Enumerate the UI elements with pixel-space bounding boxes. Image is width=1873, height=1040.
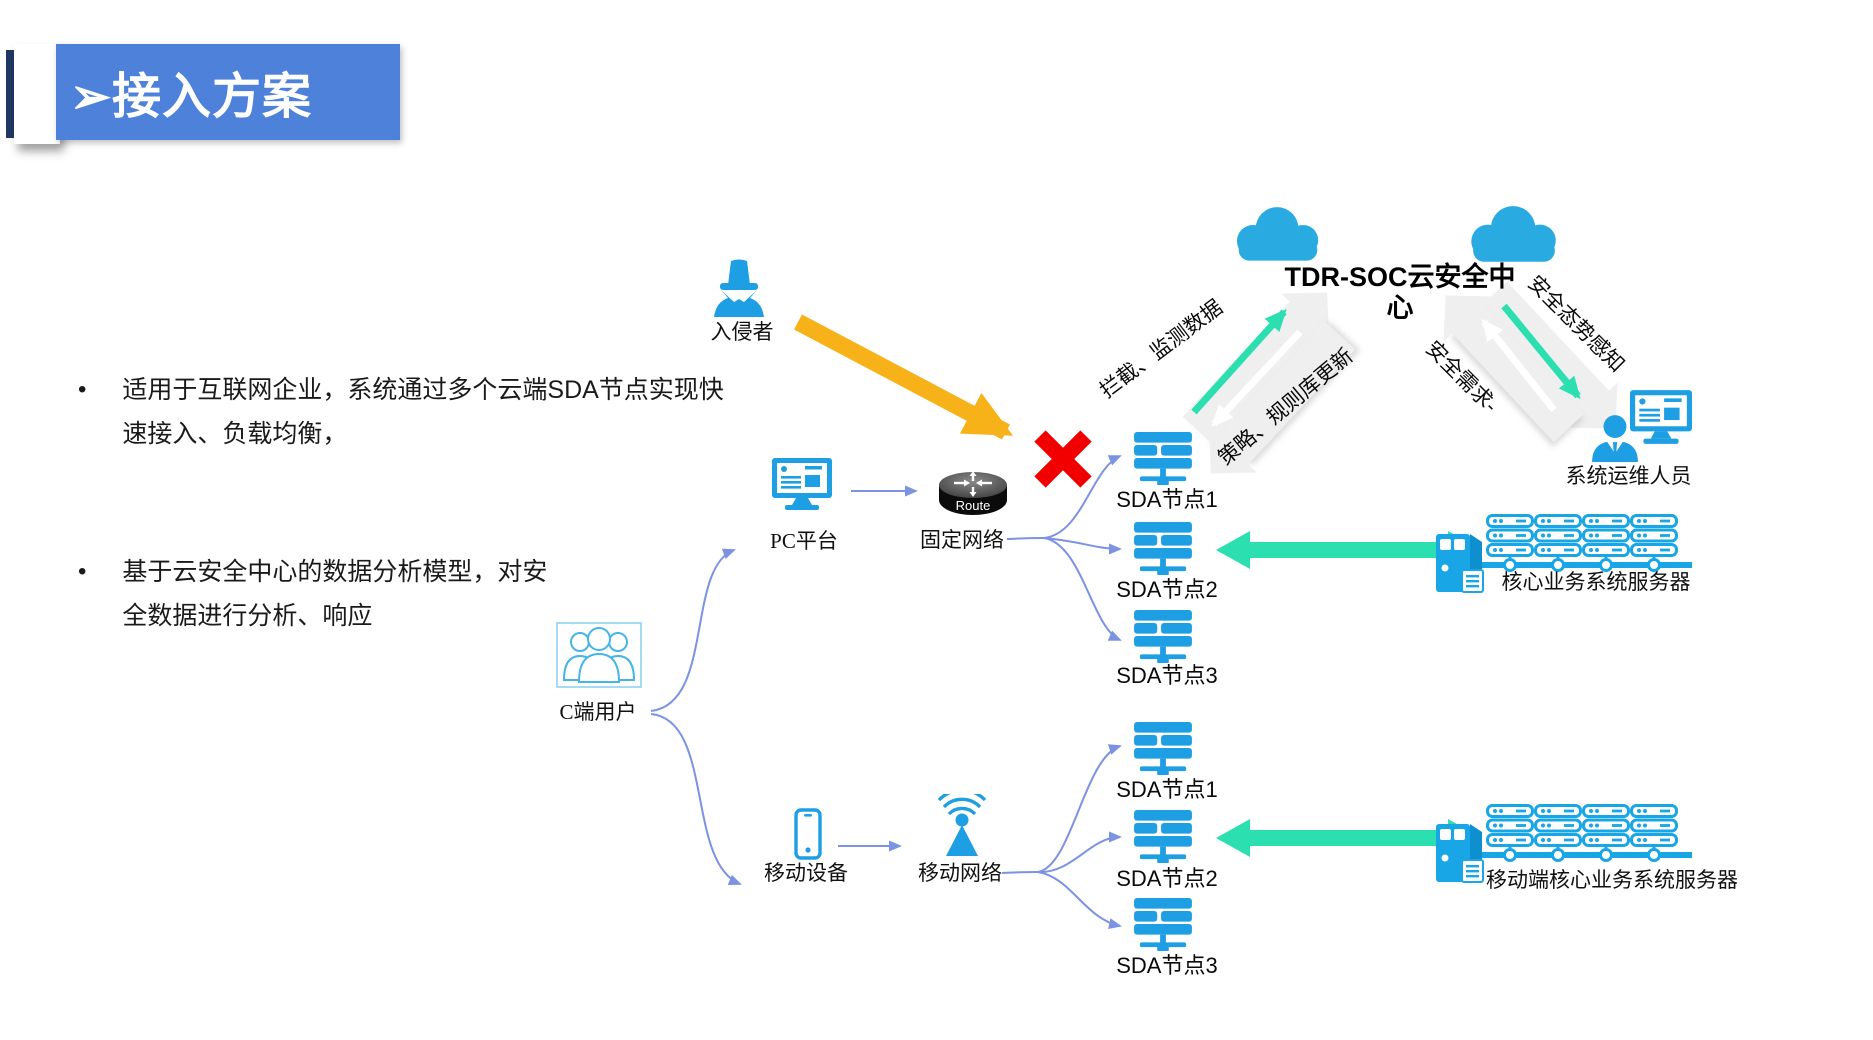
sync-arrow-top: [1216, 531, 1482, 569]
router-icon: Route: [936, 470, 1010, 520]
intruder-label: 入侵者: [710, 320, 774, 344]
router-text: Route: [956, 498, 991, 513]
pc-platform-label: PC平台: [770, 529, 838, 553]
sync-arrow-bottom: [1216, 819, 1482, 857]
sda-node-label: SDA节点3: [1116, 663, 1218, 688]
sda-node-icon: [1132, 810, 1194, 864]
mobile-device-label: 移动设备: [764, 861, 848, 885]
server-rack-icon: [1630, 514, 1678, 572]
operator-person-icon: [1590, 414, 1640, 462]
users-group-icon: [556, 622, 642, 688]
cloud-exchange-arrows-right: [1481, 303, 1581, 413]
c-user-label: C端用户: [559, 700, 637, 724]
bullet-2-line-1: 基于云安全中心的数据分析模型，对安: [122, 558, 548, 586]
sda-node-label: SDA节点2: [1116, 866, 1218, 891]
mobile-core-server-label: 移动端核心业务系统服务器: [1486, 868, 1738, 892]
server-rack-icon: [1534, 804, 1582, 862]
operator-label: 系统运维人员: [1565, 464, 1692, 488]
server-tower-icon: [1436, 530, 1486, 594]
sda-node-label: SDA节点2: [1116, 577, 1218, 602]
sda-node-icon: [1132, 898, 1194, 952]
bullet-2: 基于云安全中心的数据分析模型，对安 全数据进行分析、响应: [78, 550, 547, 638]
sda-node-icon: [1132, 610, 1194, 664]
cloud-center-title: TDR-SOC云安全中心: [1284, 262, 1516, 324]
sda-node-label: SDA节点1: [1116, 487, 1218, 512]
bullet-1-line-1: 适用于互联网企业，系统通过多个云端SDA节点实现快: [122, 376, 724, 404]
sda-node-label: SDA节点1: [1116, 777, 1218, 802]
server-rack-icon: [1582, 804, 1630, 862]
bullet-2-line-2: 全数据进行分析、响应: [122, 602, 373, 630]
sda-node-icon: [1132, 522, 1194, 576]
server-rack-icon: [1486, 514, 1534, 572]
block-x-icon: [1034, 430, 1092, 488]
core-server-label: 核心业务系统服务器: [1501, 570, 1691, 594]
sda-node-icon: [1132, 432, 1194, 486]
intruder-spy-icon: [708, 255, 770, 317]
page-title: ➢接入方案: [70, 69, 313, 124]
cloud-icon: [1228, 202, 1328, 264]
cloud-icon: [1462, 202, 1566, 264]
server-rack-icon: [1582, 514, 1630, 572]
pc-monitor-icon: [772, 458, 832, 512]
server-rack-icon: [1630, 804, 1678, 862]
sda-node-label: SDA节点3: [1116, 953, 1218, 978]
fixed-network-label: 固定网络: [920, 528, 1004, 552]
cloud-exchange-arrows-left: [1191, 309, 1303, 427]
server-tower-icon: [1436, 820, 1486, 884]
server-bus-line: [1466, 852, 1692, 858]
branch-connectors: [650, 455, 1122, 929]
antenna-icon: [934, 794, 990, 858]
mobile-network-label: 移动网络: [918, 861, 1002, 885]
bullet-1: 适用于互联网企业，系统通过多个云端SDA节点实现快 速接入、负载均衡，: [78, 368, 724, 456]
server-rack-icon: [1486, 804, 1534, 862]
title-box: ➢接入方案: [56, 44, 400, 140]
server-bus-line: [1466, 562, 1692, 568]
operator-monitor-icon: [1630, 390, 1692, 446]
smartphone-icon: [794, 808, 822, 860]
sda-node-icon: [1132, 722, 1194, 776]
attack-arrow: [794, 314, 1014, 440]
server-rack-icon: [1534, 514, 1582, 572]
title-shadow-card: [14, 44, 60, 144]
bullet-1-line-2: 速接入、负载均衡，: [122, 420, 348, 448]
